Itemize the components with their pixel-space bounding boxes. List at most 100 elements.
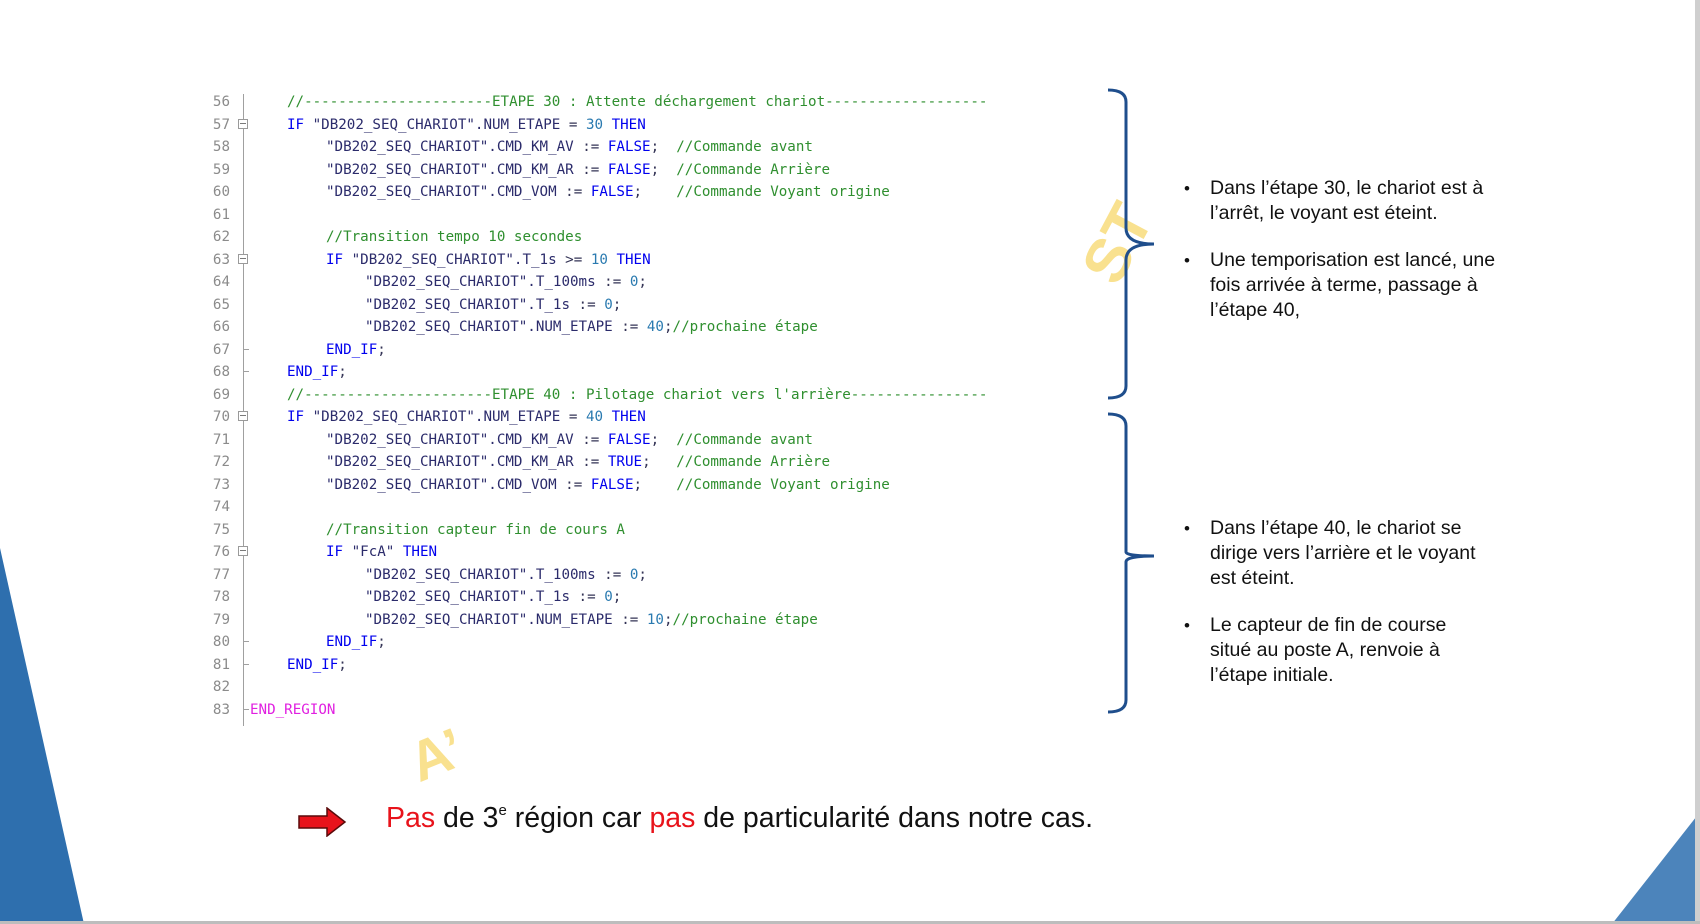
- bullet-text: Une temporisation est lancé, une fois ar…: [1210, 249, 1496, 321]
- code-token: //----------------------ETAPE 30 : Atten…: [287, 94, 988, 110]
- code-text: IF "FcA" THEN: [326, 541, 437, 563]
- code-token: //prochaine étape: [672, 319, 818, 335]
- code-token: :=: [573, 431, 608, 448]
- code-text: "DB202_SEQ_CHARIOT".CMD_KM_AR := TRUE; /…: [326, 451, 830, 473]
- code-token: //Transition tempo 10 secondes: [326, 229, 583, 245]
- fold-collapse-icon[interactable]: [238, 253, 248, 264]
- code-token: //----------------------ETAPE 40 : Pilot…: [287, 386, 988, 403]
- bullet-text: Dans l’étape 30, le chariot est à l’arrê…: [1210, 177, 1484, 224]
- code-token: THEN: [603, 116, 646, 133]
- code-text: END_IF;: [326, 339, 386, 361]
- code-token: :=: [612, 611, 647, 628]
- code-token: IF: [326, 544, 352, 560]
- slide-bottom-border: [0, 921, 1700, 924]
- code-token: :=: [595, 566, 630, 583]
- code-token: "DB202_SEQ_CHARIOT": [326, 184, 489, 200]
- code-token: //Commande Arrière: [676, 454, 830, 470]
- code-text: "DB202_SEQ_CHARIOT".T_1s := 0;: [365, 294, 621, 316]
- code-token: //Commande Voyant origine: [676, 184, 890, 200]
- code-text: "DB202_SEQ_CHARIOT".CMD_KM_AR := FALSE; …: [326, 159, 830, 181]
- code-token: 30: [585, 116, 604, 133]
- code-text: IF "DB202_SEQ_CHARIOT".T_1s >= 10 THEN: [326, 249, 651, 271]
- code-token: :=: [595, 274, 630, 290]
- bullet-item: • Dans l’étape 30, le chariot est à l’ar…: [1184, 176, 1524, 226]
- code-token: "DB202_SEQ_CHARIOT": [326, 476, 489, 493]
- code-token: ;: [633, 476, 677, 493]
- code-token: FALSE: [607, 139, 651, 155]
- line-number: 61: [212, 206, 230, 223]
- line-number: 56: [212, 94, 230, 110]
- code-token: 0: [629, 274, 639, 290]
- code-token: .T_1s: [527, 589, 571, 605]
- code-token: 40: [585, 409, 604, 425]
- code-token: END_IF: [326, 341, 378, 358]
- fold-collapse-icon[interactable]: [238, 118, 248, 129]
- code-token: ;: [642, 454, 677, 470]
- line-number: 75: [212, 521, 230, 538]
- code-text: "DB202_SEQ_CHARIOT".NUM_ETAPE := 10;//pr…: [365, 609, 818, 631]
- code-token: .T_100ms: [527, 566, 596, 583]
- code-token: ;: [650, 139, 677, 155]
- line-number: 77: [212, 566, 230, 583]
- code-token: .NUM_ETAPE: [474, 409, 561, 425]
- code-text: "DB202_SEQ_CHARIOT".T_100ms := 0;: [365, 271, 647, 293]
- code-token: //Commande Voyant origine: [676, 476, 890, 493]
- line-number: 59: [212, 161, 230, 178]
- note-word-pas-1: Pas: [386, 802, 436, 834]
- code-token: FALSE: [590, 184, 634, 200]
- right-arrow-icon: [298, 807, 347, 837]
- code-text: END_REGION: [250, 699, 335, 721]
- fold-collapse-icon[interactable]: [238, 411, 248, 421]
- note-text-3: de particularité dans notre cas.: [695, 802, 1094, 834]
- code-token: ;: [612, 296, 622, 313]
- code-token: END_IF: [287, 364, 339, 380]
- line-number: 65: [212, 296, 230, 313]
- code-token: "DB202_SEQ_CHARIOT": [312, 409, 475, 425]
- bullet-dot: •: [1184, 251, 1190, 270]
- line-number: 81: [212, 656, 230, 673]
- line-number: 73: [212, 476, 230, 493]
- code-token: TRUE: [607, 454, 643, 470]
- brace-bottom: [1107, 412, 1155, 714]
- bullet-text: Le capteur de fin de course situé au pos…: [1210, 614, 1447, 686]
- code-token: //prochaine étape: [672, 611, 818, 628]
- line-number: 74: [212, 499, 230, 515]
- line-number: 83: [212, 701, 230, 718]
- fold-collapse-icon[interactable]: [238, 546, 248, 556]
- note-word-pas-2: pas: [649, 802, 696, 834]
- code-text: IF "DB202_SEQ_CHARIOT".NUM_ETAPE = 40 TH…: [287, 406, 646, 428]
- note-text-2: région car: [506, 802, 650, 834]
- code-text: "DB202_SEQ_CHARIOT".CMD_VOM := FALSE; //…: [326, 474, 890, 496]
- code-token: IF: [326, 251, 352, 268]
- code-token: IF: [287, 116, 313, 133]
- line-number: 82: [212, 679, 230, 695]
- brace-top-path: [1107, 88, 1155, 400]
- code-token: "DB202_SEQ_CHARIOT": [365, 319, 528, 335]
- brace-top: [1107, 88, 1155, 400]
- code-token: "DB202_SEQ_CHARIOT": [326, 454, 489, 470]
- right-corner-shape: [1612, 812, 1700, 924]
- code-token: END_IF: [326, 634, 378, 650]
- code-token: "DB202_SEQ_CHARIOT": [365, 611, 528, 628]
- fold-end-marker: [243, 348, 249, 350]
- line-number: 60: [212, 184, 230, 200]
- code-text: "DB202_SEQ_CHARIOT".CMD_KM_AV := FALSE; …: [326, 429, 813, 451]
- code-token: //Commande avant: [676, 431, 813, 448]
- code-token: 40: [646, 319, 664, 335]
- code-token: THEN: [607, 251, 651, 268]
- brace-bottom-path: [1107, 412, 1155, 714]
- code-listing: 56 //----------------------ETAPE 30 : Att…: [200, 91, 1100, 726]
- code-text: "DB202_SEQ_CHARIOT".CMD_KM_AV := FALSE; …: [326, 136, 813, 158]
- fold-end-marker: [243, 641, 249, 642]
- code-token: ;: [650, 431, 677, 448]
- code-text: END_IF;: [287, 654, 347, 676]
- code-token: .T_100ms: [527, 274, 596, 290]
- line-number: 79: [212, 611, 230, 628]
- code-text: //----------------------ETAPE 40 : Pilot…: [287, 384, 987, 406]
- code-token: :=: [570, 296, 605, 313]
- code-text: END_IF;: [287, 361, 347, 383]
- line-number: 66: [212, 319, 230, 335]
- line-number: 63: [212, 251, 230, 268]
- code-token: ;: [612, 589, 622, 605]
- code-token: ;: [638, 566, 647, 583]
